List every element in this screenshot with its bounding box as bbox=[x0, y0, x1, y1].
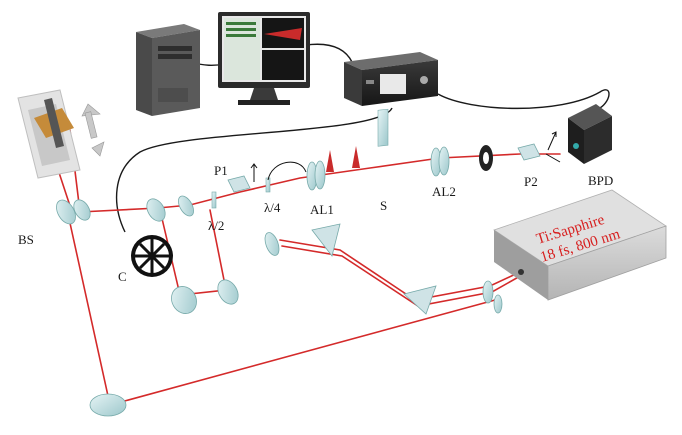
oscilloscope-icon bbox=[344, 52, 438, 106]
lens-al2-b bbox=[438, 146, 450, 176]
label-c: C bbox=[118, 269, 127, 284]
half-wave-plate bbox=[211, 191, 217, 209]
beam-long-bottom bbox=[67, 213, 496, 406]
label-p1: P1 bbox=[214, 163, 228, 178]
chopper-icon bbox=[131, 235, 173, 277]
prism-lower bbox=[403, 285, 437, 315]
cable-monitor-scope bbox=[305, 43, 353, 63]
mirror-compressor bbox=[264, 232, 280, 256]
mirror-laser-right bbox=[493, 294, 503, 314]
quarter-wave-plate bbox=[265, 177, 271, 193]
pulse-spikes bbox=[326, 146, 360, 172]
component-labels: P1 λ/2 λ/4 AL1 S AL2 P2 BPD BS C bbox=[18, 163, 613, 284]
lens-icon bbox=[211, 108, 450, 209]
mirror-loop-left bbox=[171, 286, 197, 314]
label-al2: AL2 bbox=[432, 184, 456, 199]
label-quarter-wave: λ/4 bbox=[264, 200, 281, 215]
mirror-chopper-top bbox=[146, 198, 166, 222]
label-bpd: BPD bbox=[588, 173, 613, 188]
polarizer-icon bbox=[227, 143, 541, 193]
monitor-icon bbox=[218, 12, 310, 105]
polarizer-p2 bbox=[517, 143, 541, 161]
iris-icon bbox=[479, 145, 493, 171]
polarizer-p1 bbox=[227, 175, 251, 193]
mirror-bottom bbox=[89, 393, 127, 417]
label-al1: AL1 bbox=[310, 202, 334, 217]
mirror-after-chopper bbox=[178, 195, 194, 217]
mirror-loop-right bbox=[217, 279, 239, 305]
label-half-wave: λ/2 bbox=[208, 218, 224, 233]
mirror-bs-right bbox=[73, 199, 91, 221]
sample bbox=[377, 108, 389, 147]
label-bs: BS bbox=[18, 232, 34, 247]
beam-probe-arm bbox=[79, 153, 561, 213]
computer-tower-icon bbox=[136, 24, 200, 116]
beam-splitter-optic bbox=[56, 199, 76, 225]
lens-al1-b bbox=[314, 160, 326, 190]
mirror-laser-left bbox=[482, 280, 494, 304]
label-p2: P2 bbox=[524, 174, 538, 189]
prism-upper bbox=[311, 223, 341, 257]
prism-icon bbox=[311, 223, 437, 315]
laser-aperture bbox=[518, 269, 524, 275]
label-s: S bbox=[380, 198, 387, 213]
polarization-arrows bbox=[250, 131, 561, 182]
mirror-icon bbox=[56, 195, 503, 417]
double-arrow-icon bbox=[81, 103, 105, 157]
delay-stage-icon bbox=[17, 89, 81, 179]
photodetector-icon bbox=[568, 104, 612, 164]
cable-scope-chopper bbox=[115, 107, 393, 233]
laser-source: Ti:Sapphire 18 fs, 800 nm bbox=[493, 189, 667, 301]
cable-scope-bpd bbox=[437, 89, 610, 110]
